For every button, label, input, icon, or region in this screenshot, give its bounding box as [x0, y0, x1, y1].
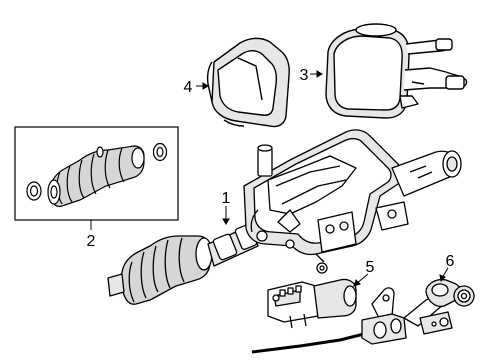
arrowhead-4-icon	[202, 82, 209, 90]
callout-5: 5	[366, 259, 375, 276]
arrowhead-1-icon	[222, 218, 230, 225]
leader-lines	[90, 70, 449, 287]
arrowhead-5-icon	[353, 279, 361, 287]
arrowhead-6-icon	[439, 274, 446, 283]
callout-3: 3	[300, 67, 309, 84]
callout-6: 6	[446, 253, 455, 270]
column-cover-icon	[206, 37, 290, 128]
callout-1: 1	[222, 190, 231, 207]
arrowhead-3-icon	[316, 70, 323, 78]
wiring-harness-icon	[251, 278, 475, 356]
boot-kit-icon	[14, 126, 179, 221]
callout-2: 2	[87, 233, 96, 250]
callout-labels: 1 2 3 4 5 6	[87, 67, 455, 276]
lock-actuator-icon	[267, 278, 357, 329]
steering-column-assembly-icon	[107, 129, 462, 305]
callout-4: 4	[184, 79, 193, 96]
combination-switch-icon	[325, 23, 468, 119]
